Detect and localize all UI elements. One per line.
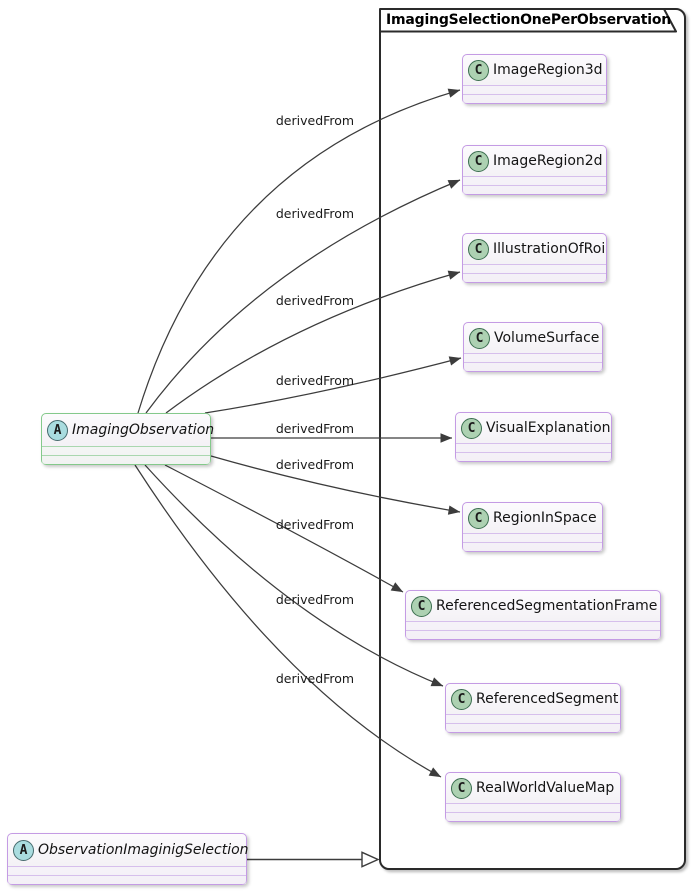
edge-label: derivedFrom	[276, 457, 354, 472]
edge-label: derivedFrom	[276, 517, 354, 532]
class-name: RegionInSpace	[493, 510, 597, 526]
class-icon: C	[461, 417, 482, 439]
edge-derivedfrom-realworldvaluemap	[134, 464, 442, 778]
methods-compartment	[42, 455, 210, 464]
methods-compartment	[406, 630, 660, 639]
class-name: ReferencedSegment	[476, 691, 619, 707]
class-name: RealWorldValueMap	[476, 780, 615, 796]
edge-derivedfrom-illustrationofroi	[165, 270, 461, 414]
edge-label: derivedFrom	[276, 293, 354, 308]
class-icon: C	[411, 595, 432, 617]
class-icon: C	[468, 150, 489, 172]
fields-compartment	[463, 264, 606, 273]
fields-compartment	[406, 621, 660, 630]
class-name: ReferencedSegmentationFrame	[436, 598, 658, 614]
class-header: C VolumeSurface	[464, 323, 602, 353]
class-name: ImagingObservation	[72, 422, 215, 438]
class-icon: C	[468, 59, 489, 81]
fields-compartment	[463, 533, 602, 542]
class-box-visualexplanation: C VisualExplanation	[455, 412, 612, 462]
class-name: IllustrationOfRoi	[493, 241, 606, 257]
edge-label: derivedFrom	[276, 421, 354, 436]
methods-compartment	[463, 185, 606, 194]
edge-label: derivedFrom	[276, 373, 354, 388]
class-icon: C	[468, 507, 489, 529]
class-box-imageregion3d: C ImageRegion3d	[462, 54, 607, 104]
class-header: C RealWorldValueMap	[446, 773, 620, 803]
class-box-regioninspace: C RegionInSpace	[462, 502, 603, 552]
class-name: ObservationImaginigSelection	[38, 842, 249, 858]
fields-compartment	[446, 714, 620, 723]
fields-compartment	[446, 803, 620, 812]
frame-title: ImagingSelectionOnePerObservation	[386, 12, 672, 28]
edge-derivedfrom-imageregion3d	[137, 88, 461, 414]
fields-compartment	[463, 176, 606, 185]
class-box-imagingobservation: A ImagingObservation	[41, 413, 214, 465]
generalization-edge	[247, 851, 380, 868]
class-box-observationimaginigselection: A ObservationImaginigSelection	[7, 833, 249, 885]
class-icon: C	[451, 777, 472, 799]
class-icon: C	[451, 688, 472, 710]
methods-compartment	[463, 273, 606, 282]
edge-label: derivedFrom	[276, 671, 354, 686]
edge-label: derivedFrom	[276, 206, 354, 221]
class-header: C IllustrationOfRoi	[463, 234, 606, 264]
class-header: C ImageRegion3d	[463, 55, 606, 85]
class-box-imageregion2d: C ImageRegion2d	[462, 145, 607, 195]
fields-compartment	[42, 446, 210, 455]
methods-compartment	[463, 94, 606, 103]
class-header: C ImageRegion2d	[463, 146, 606, 176]
methods-compartment	[463, 542, 602, 551]
edge-derivedfrom-regioninspace	[210, 455, 461, 515]
class-name: ImageRegion3d	[493, 62, 603, 78]
fields-compartment	[464, 353, 602, 362]
class-box-realworldvaluemap: C RealWorldValueMap	[445, 772, 621, 822]
frame-name-tab	[379, 8, 677, 33]
class-header: C VisualExplanation	[456, 413, 611, 443]
methods-compartment	[464, 362, 602, 371]
abstract-class-icon: A	[13, 839, 34, 861]
class-header: A ImagingObservation	[42, 414, 214, 446]
fields-compartment	[463, 85, 606, 94]
methods-compartment	[456, 452, 611, 461]
class-box-volumesurface: C VolumeSurface	[463, 322, 603, 372]
class-header: C ReferencedSegmentationFrame	[406, 591, 660, 621]
edge-derivedfrom-volumesurface	[204, 356, 462, 414]
hollow-triangle-arrowhead-icon	[361, 851, 380, 868]
derived-from-arrows	[134, 88, 462, 778]
class-box-referencedsegmentationframe: C ReferencedSegmentationFrame	[405, 590, 661, 640]
methods-compartment	[8, 875, 246, 884]
class-header: C RegionInSpace	[463, 503, 602, 533]
class-icon: C	[468, 238, 489, 260]
fields-compartment	[8, 866, 246, 875]
abstract-class-icon: A	[47, 419, 68, 441]
edge-derivedfrom-referencedsegmentationframe	[164, 464, 404, 593]
methods-compartment	[446, 812, 620, 821]
class-header: C ReferencedSegment	[446, 684, 620, 714]
class-box-illustrationofroi: C IllustrationOfRoi	[462, 233, 607, 283]
class-name: VolumeSurface	[494, 330, 600, 346]
class-box-referencedsegment: C ReferencedSegment	[445, 683, 621, 733]
edge-derivedfrom-imageregion2d	[145, 179, 461, 414]
fields-compartment	[456, 443, 611, 452]
methods-compartment	[446, 723, 620, 732]
class-name: ImageRegion2d	[493, 153, 603, 169]
class-name: VisualExplanation	[486, 420, 611, 436]
class-icon: C	[469, 327, 490, 349]
edge-derivedfrom-referencedsegment	[144, 464, 444, 687]
edge-label: derivedFrom	[276, 113, 354, 128]
class-header: A ObservationImaginigSelection	[8, 834, 249, 866]
edge-label: derivedFrom	[276, 592, 354, 607]
